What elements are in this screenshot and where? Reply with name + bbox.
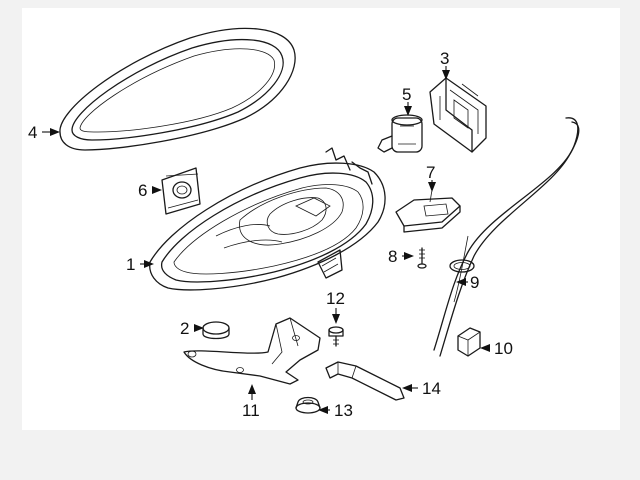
- callout-1: 1: [126, 255, 135, 274]
- callout-14: 14: [422, 379, 441, 398]
- callout-labels: 4 1 2 3 5 6 7 8 9 10 11 12 13 14: [28, 49, 513, 420]
- part-9-hose: [433, 117, 580, 357]
- part-8-bolt: [417, 247, 427, 269]
- callout-4: 4: [28, 123, 37, 142]
- callout-13: 13: [334, 401, 353, 420]
- callout-10: 10: [494, 339, 513, 358]
- part-5-motor: [377, 114, 423, 153]
- leader-lines: [42, 66, 490, 414]
- part-1-headlamp-assembly: [149, 147, 386, 291]
- callout-3: 3: [440, 49, 449, 68]
- callout-8: 8: [388, 247, 397, 266]
- callout-2: 2: [180, 319, 189, 338]
- part-11-bracket: [183, 317, 321, 385]
- part-7-control-module: [395, 189, 461, 233]
- part-12-screw: [328, 326, 344, 347]
- callout-11: 11: [242, 401, 260, 420]
- part-13-grommet: [295, 396, 321, 414]
- part-4-lens: [59, 27, 296, 151]
- part-6-gasket: [161, 167, 201, 215]
- callout-6: 6: [138, 181, 147, 200]
- callout-9: 9: [470, 273, 479, 292]
- callout-7: 7: [426, 163, 435, 182]
- part-14-strip: [325, 361, 405, 401]
- callout-12: 12: [326, 289, 345, 308]
- callout-5: 5: [402, 85, 411, 104]
- part-3-bracket: [429, 77, 487, 153]
